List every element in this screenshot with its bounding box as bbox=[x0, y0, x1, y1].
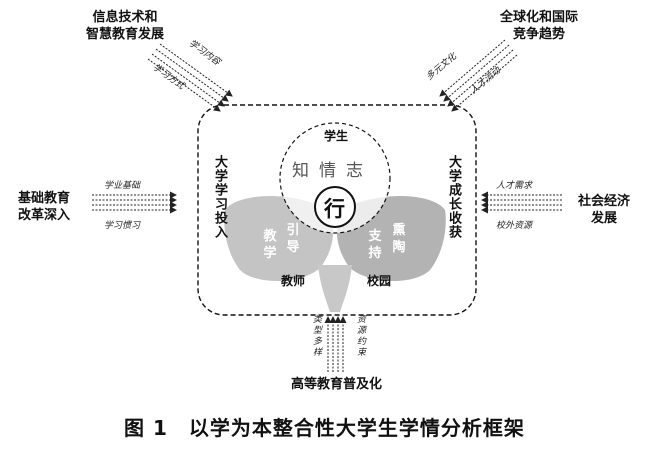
xing-circle bbox=[314, 186, 356, 228]
support-chars: 支 持 bbox=[367, 228, 383, 262]
top-right-arrow bbox=[439, 39, 506, 97]
top-left-label: 信息技术和 智慧教育发展 bbox=[70, 9, 180, 43]
teach-learn-chars: 教 学 bbox=[262, 228, 278, 262]
teacher-label: 教师 bbox=[281, 274, 306, 288]
campus-label: 校园 bbox=[367, 274, 392, 288]
xing-char: 行 bbox=[324, 197, 345, 221]
nurture-chars: 熏 陶 bbox=[391, 222, 407, 256]
xun-char: 熏 bbox=[392, 223, 406, 238]
yin-char: 引 bbox=[286, 223, 300, 238]
xue-char: 学 bbox=[263, 246, 277, 261]
zhi2-char: 志 bbox=[346, 161, 373, 181]
zhi-support-char: 支 bbox=[368, 229, 382, 244]
right-label: 社会经济 发展 bbox=[568, 193, 640, 227]
top-left-label-line2: 智慧教育发展 bbox=[85, 27, 164, 42]
growth-gain-label: 大学成长收获 bbox=[446, 155, 461, 239]
student-circle bbox=[279, 122, 391, 234]
left-label-line2: 改革深入 bbox=[17, 208, 70, 223]
dao-char: 导 bbox=[286, 240, 300, 255]
left-label: 基础教育 改革深入 bbox=[8, 190, 80, 224]
top-right-label-line2: 竞争趋势 bbox=[512, 27, 565, 42]
top-left-label-line1: 信息技术和 bbox=[92, 10, 158, 25]
qing-char: 情 bbox=[319, 161, 346, 181]
left-arrow-text2: 学习惯习 bbox=[104, 221, 141, 231]
bottom-arrow-text2: 资源约束 bbox=[355, 314, 365, 358]
right-label-line1: 社会经济 bbox=[577, 194, 630, 209]
learning-input-label: 大学学习投入 bbox=[212, 155, 227, 239]
bottom-label: 高等教育普及化 bbox=[291, 377, 383, 392]
bottom-arrow-text1: 类型多样 bbox=[311, 314, 321, 358]
student-label: 学生 bbox=[324, 129, 349, 143]
chi-char: 持 bbox=[368, 246, 382, 261]
top-left-arrow bbox=[147, 58, 221, 112]
tao-char: 陶 bbox=[392, 240, 406, 255]
guide-chars: 引 导 bbox=[285, 222, 301, 256]
knowledge-emotion-will: 知情志 bbox=[292, 156, 373, 181]
top-right-arrow bbox=[443, 44, 510, 102]
figure-caption: 图 1 以学为本整合性大学生学情分析框架 bbox=[124, 416, 525, 440]
top-right-label: 全球化和国际 竞争趋势 bbox=[484, 9, 594, 43]
top-right-label-line1: 全球化和国际 bbox=[499, 10, 578, 25]
top-left-arrow bbox=[155, 48, 229, 102]
right-label-line2: 发展 bbox=[590, 211, 617, 226]
stem bbox=[318, 265, 352, 312]
right-arrow-text1: 人才需求 bbox=[496, 181, 533, 191]
framework-boundary bbox=[197, 104, 477, 316]
zhi-char: 知 bbox=[292, 161, 319, 181]
top-right-arrow bbox=[447, 49, 514, 107]
left-arrow-text1: 学业基础 bbox=[104, 181, 141, 191]
top-right-arrow bbox=[451, 54, 518, 112]
top-left-arrow bbox=[151, 53, 225, 107]
left-label-line1: 基础教育 bbox=[17, 191, 70, 206]
jiao-char: 教 bbox=[263, 229, 277, 244]
right-arrow-text2: 校外资源 bbox=[496, 221, 533, 231]
top-left-arrow bbox=[159, 43, 233, 97]
